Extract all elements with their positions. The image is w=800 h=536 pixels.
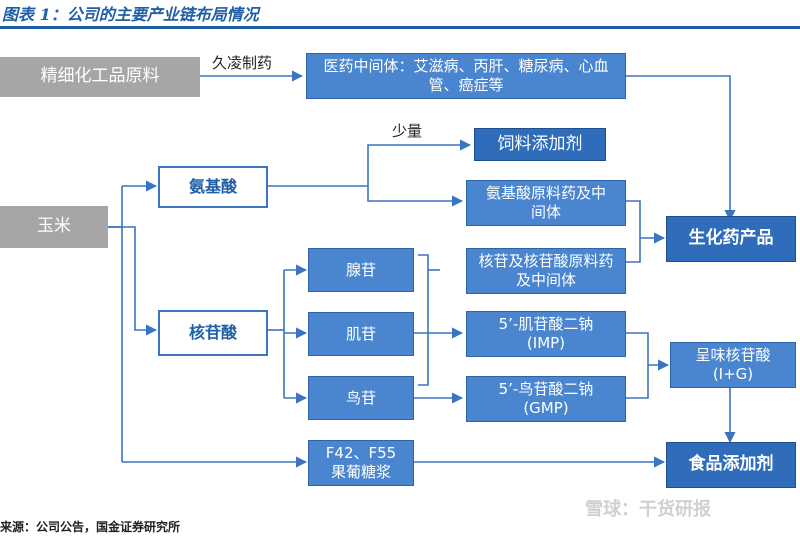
edge-amino-feed xyxy=(367,139,472,186)
edge-nuc-bracket xyxy=(418,254,429,386)
node-amino-acid: 氨基酸 xyxy=(158,166,268,208)
edge-label-jiuling: 久凌制药 xyxy=(212,54,273,72)
node-biochem-products: 生化药产品 xyxy=(666,216,796,262)
edge-corn-nucleotide xyxy=(108,226,158,336)
watermark: 雪球：干货研报 xyxy=(585,499,711,520)
node-feed-additive: 饲料添加剂 xyxy=(474,128,606,161)
title-bar: 图表 1：公司的主要产业链布局情况 xyxy=(0,0,800,29)
node-inosine: 肌苷 xyxy=(308,312,414,356)
node-food-additive: 食品添加剂 xyxy=(666,442,796,488)
node-guanosine: 鸟苷 xyxy=(308,376,414,420)
node-imp: 5’-肌苷酸二钠 (IMP) xyxy=(466,311,626,357)
node-amino-acid-api: 氨基酸原料药及中间体 xyxy=(466,180,626,226)
node-nucleoside-api: 核苷及核苷酸原料药及中间体 xyxy=(466,248,626,294)
node-pharma-intermediate: 医药中间体：艾滋病、丙肝、糖尿病、心血管、癌症等 xyxy=(306,53,626,99)
edge-pharma-biochem xyxy=(626,75,736,222)
edge-api-bracket xyxy=(626,200,641,263)
edge-imp-gmp-join xyxy=(626,332,649,399)
source-footer: 来源：公司公告，国金证券研究所 xyxy=(0,520,181,534)
node-ig: 呈味核苷酸 (I+G) xyxy=(670,342,796,388)
edge-amino-api xyxy=(367,186,464,207)
node-nucleotide: 核苷酸 xyxy=(158,310,268,356)
node-adenosine: 腺苷 xyxy=(308,248,414,292)
node-gmp: 5’-鸟苷酸二钠 (GMP) xyxy=(466,376,626,422)
node-corn: 玉米 xyxy=(0,206,108,248)
node-hfcs: F42、F55 果葡糖浆 xyxy=(308,440,414,486)
figure-title: 图表 1：公司的主要产业链布局情况 xyxy=(2,5,259,24)
node-fine-chemical: 精细化工品原料 xyxy=(0,57,200,97)
edge-label-small-amount: 少量 xyxy=(392,122,423,140)
